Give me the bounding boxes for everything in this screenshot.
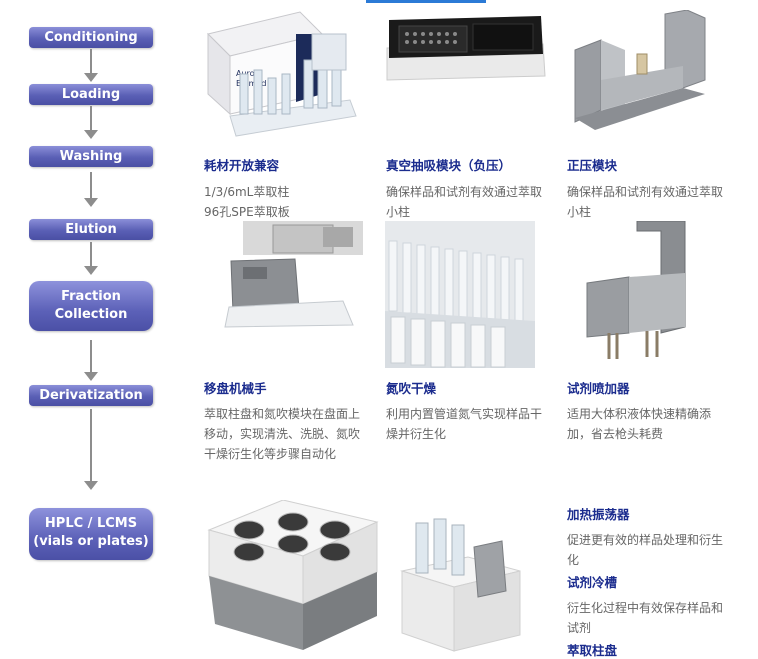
product-title: 试剂喷加器 bbox=[567, 381, 630, 396]
consumables-image: Aurora Biomed bbox=[200, 4, 358, 144]
step-hplc-lcms: HPLC / LCMS (vials or plates) bbox=[29, 508, 153, 560]
product-description: 促进更有效的样品处理和衍生化 bbox=[567, 533, 724, 567]
step-label: Fraction bbox=[61, 289, 121, 304]
flow-arrow bbox=[84, 409, 98, 491]
product-title: 加热振荡器 bbox=[567, 507, 630, 522]
step-fraction-collection: Fraction Collection bbox=[29, 281, 153, 331]
step-loading: Loading bbox=[29, 84, 153, 105]
nitrogen-drying-image bbox=[385, 221, 535, 368]
product-title: 耗材开放兼容 bbox=[204, 158, 280, 173]
flow-arrow bbox=[84, 172, 98, 208]
product-title: 试剂冷槽 bbox=[567, 575, 618, 590]
plate-mover-image bbox=[203, 221, 363, 329]
vacuum-module-image bbox=[383, 14, 548, 84]
cooling-rack-image bbox=[398, 517, 523, 655]
flow-arrow bbox=[84, 106, 98, 140]
product-title: 移盘机械手 bbox=[204, 381, 267, 396]
step-conditioning: Conditioning bbox=[29, 27, 153, 48]
product-description: 利用内置管道氮气实现样品干燥并衍生化 bbox=[386, 407, 543, 441]
product-title: 正压模块 bbox=[567, 158, 618, 173]
step-label: Collection bbox=[54, 307, 128, 322]
product-description: 确保样品和试剂有效通过萃取小柱 bbox=[567, 185, 724, 219]
product-title: 真空抽吸模块（负压） bbox=[386, 158, 512, 173]
step-derivatization: Derivatization bbox=[29, 385, 153, 406]
positive-pressure-image bbox=[565, 10, 715, 135]
box-logo-line: Aurora bbox=[236, 69, 263, 78]
reagent-dispenser-image bbox=[585, 221, 700, 361]
flow-arrow bbox=[84, 340, 98, 382]
heating-shaker-image bbox=[205, 500, 380, 655]
product-title: 萃取柱盘 bbox=[567, 643, 618, 658]
box-logo-line: Biomed bbox=[236, 79, 266, 88]
product-description: 确保样品和试剂有效通过萃取小柱 bbox=[386, 185, 543, 219]
product-description: 衍生化过程中有效保存样品和试剂 bbox=[567, 601, 724, 635]
flow-arrow bbox=[84, 49, 98, 83]
product-description: 适用大体积液体快速精确添加，省去枪头耗费 bbox=[567, 407, 712, 441]
step-label: (vials or plates) bbox=[33, 534, 149, 549]
step-elution: Elution bbox=[29, 219, 153, 240]
step-washing: Washing bbox=[29, 146, 153, 167]
top-accent-bar bbox=[366, 0, 486, 3]
product-title: 氮吹干燥 bbox=[386, 381, 437, 396]
step-label: HPLC / LCMS bbox=[44, 516, 138, 531]
product-description: 萃取柱盘和氮吹模块在盘面上移动，实现清洗、洗脱、氮吹干燥衍生化等步骤自动化 bbox=[204, 407, 361, 461]
flow-arrow bbox=[84, 242, 98, 276]
